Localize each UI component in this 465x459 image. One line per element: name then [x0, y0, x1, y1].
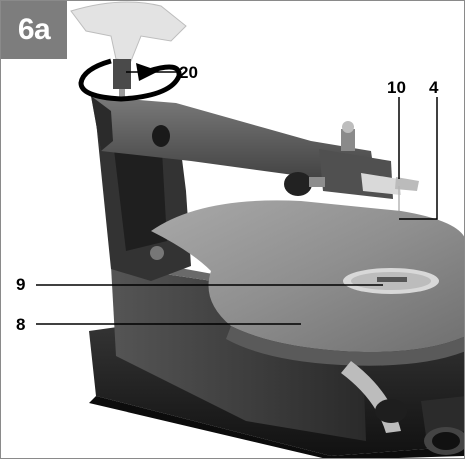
callout-20: 20 — [179, 63, 198, 82]
leader-line-4 — [399, 97, 438, 220]
callout-4: 4 — [429, 78, 439, 97]
callout-10: 10 — [387, 78, 406, 97]
callout-8: 8 — [16, 315, 26, 334]
callout-9: 9 — [16, 275, 26, 294]
figure-number-badge: 6a — [1, 1, 67, 59]
